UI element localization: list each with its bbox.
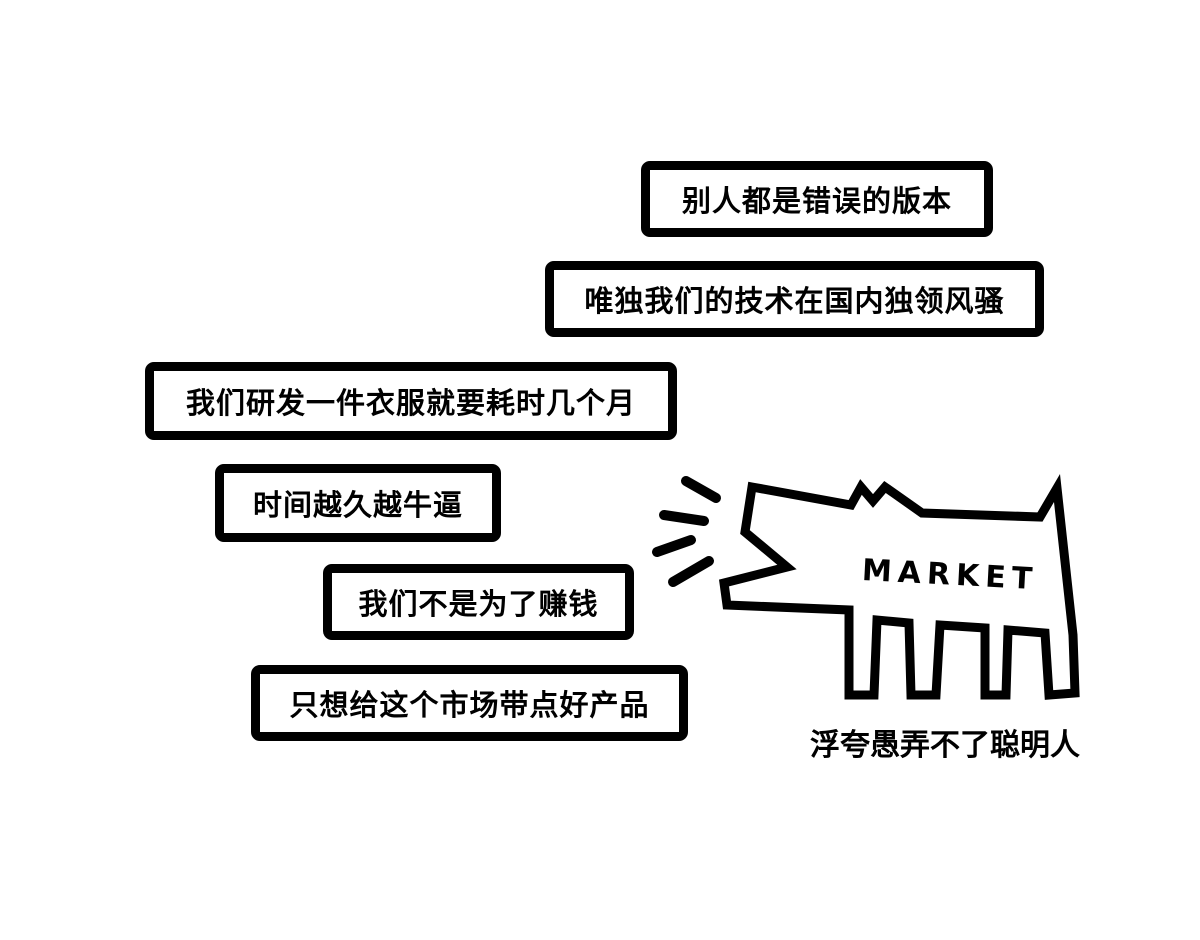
bark-lines-icon — [652, 476, 721, 587]
dog-caption: 浮夸愚弄不了聪明人 — [810, 728, 1080, 763]
barking-dog-illustration — [652, 473, 1080, 700]
dog-outline-icon — [718, 473, 1080, 700]
speech-bubble-2: 唯独我们的技术在国内独领风骚 — [545, 261, 1044, 337]
speech-bubble-4: 时间越久越牛逼 — [215, 464, 501, 542]
speech-bubble-5: 我们不是为了赚钱 — [323, 564, 634, 640]
speech-bubble-3: 我们研发一件衣服就要耗时几个月 — [145, 362, 677, 440]
speech-bubble-1: 别人都是错误的版本 — [641, 161, 993, 237]
speech-bubble-6: 只想给这个市场带点好产品 — [251, 665, 688, 741]
